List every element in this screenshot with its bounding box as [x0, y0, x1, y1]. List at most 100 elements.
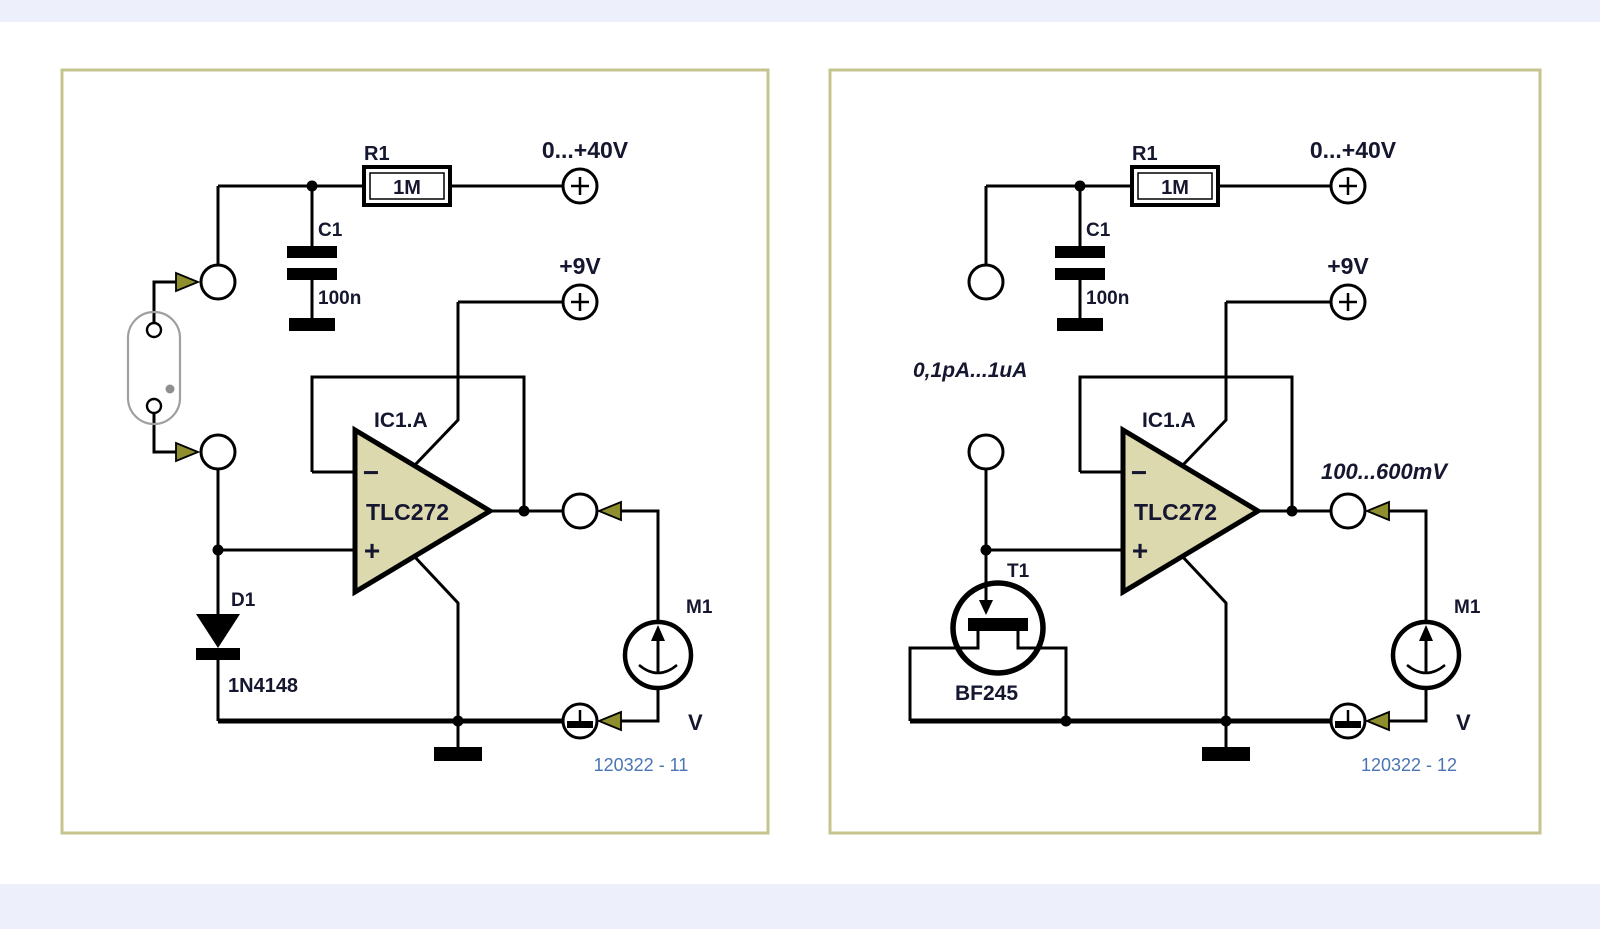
meter-m1: M1 V	[1390, 597, 1481, 735]
supply-main-label: 0...+40V	[542, 137, 629, 163]
tube-dot	[165, 384, 175, 394]
opamp-triangle	[1120, 425, 1263, 597]
capacitor-ref-label: C1	[318, 220, 343, 241]
capacitor-ref-label: C1	[1086, 220, 1111, 241]
meter-needle-arrowhead	[651, 625, 665, 641]
capacitor-plate	[287, 268, 337, 280]
resistor-value-label: 1M	[1161, 177, 1189, 199]
top-band	[0, 0, 1600, 22]
bottom-band	[0, 884, 1600, 929]
tube-pin	[145, 397, 163, 415]
plus-terminal-icon	[571, 293, 589, 311]
capacitor-value-label: 100n	[1086, 288, 1129, 309]
supply-terminal-40v: 0...+40V	[1310, 137, 1397, 205]
meter-ref-label: M1	[686, 597, 713, 618]
capacitor-plate	[1055, 268, 1105, 280]
tube-envelope	[126, 310, 182, 426]
meter-scale-arc	[1406, 664, 1446, 675]
probe-arrow-icon	[1364, 710, 1390, 732]
capacitor-value-label: 100n	[318, 288, 361, 309]
output-terminal	[1329, 492, 1367, 530]
input-terminal-bottom	[199, 433, 237, 471]
supply-terminal-9v: +9V	[559, 253, 601, 321]
input-terminal-bottom	[967, 433, 1005, 471]
meter-needle-arrowhead	[1419, 625, 1433, 641]
ground-bar-icon	[1202, 747, 1250, 761]
diode-d1: D1 1N4148	[196, 590, 298, 697]
capacitor-plate	[287, 246, 337, 258]
noninverting-input-label: +	[364, 535, 380, 566]
opamp-ref-label: IC1.A	[374, 409, 428, 432]
supply-terminal-40v: 0...+40V	[542, 137, 629, 205]
dut-tube-symbol	[126, 271, 201, 463]
plus-terminal-icon	[571, 177, 589, 195]
junction-dot	[1220, 715, 1232, 727]
junction-dot	[1074, 180, 1086, 192]
ground-terminal	[1329, 702, 1367, 740]
figure-number: 120322 - 12	[1361, 755, 1457, 775]
transistor-ref-label: T1	[1007, 561, 1030, 582]
junction-dot	[1286, 505, 1298, 517]
current-range-annotation: 0,1pA...1uA	[913, 359, 1027, 382]
diode-cathode-bar	[196, 648, 240, 660]
capacitor-plate	[1055, 246, 1105, 258]
opamp-triangle	[352, 425, 495, 597]
inverting-input-label: −	[363, 457, 379, 488]
meter-unit-label: V	[1456, 710, 1471, 735]
jfet-t1: T1 BF245	[950, 561, 1046, 705]
opamp-part-label: TLC272	[366, 499, 449, 525]
opamp-ref-label: IC1.A	[1142, 409, 1196, 432]
diode-triangle	[196, 614, 240, 648]
probe-arrow-icon	[596, 500, 622, 522]
input-terminal-top	[967, 263, 1005, 301]
probe-arrow-icon	[175, 441, 201, 463]
jfet-channel-bar	[968, 618, 1028, 631]
opamp-ic1a: IC1.A TLC272 − +	[352, 409, 495, 597]
supply-main-label: 0...+40V	[1310, 137, 1397, 163]
supply-terminal-9v: +9V	[1327, 253, 1369, 321]
plus-terminal-icon	[1339, 177, 1357, 195]
resistor-r1: R1 1M	[1130, 143, 1220, 207]
resistor-body-inner	[369, 172, 445, 200]
probe-arrow-icon	[596, 710, 622, 732]
junction-dot	[518, 505, 530, 517]
supply-opamp-label: +9V	[1327, 253, 1369, 279]
resistor-ref-label: R1	[1132, 143, 1158, 165]
right-schematic: R1 1M C1 100n 0...+40V +9V 0,1pA...1uA 1…	[828, 68, 1542, 835]
inverting-input-label: −	[1131, 457, 1147, 488]
meter-m1: M1 V	[622, 597, 713, 735]
resistor-r1: R1 1M	[362, 143, 452, 207]
junction-dot	[212, 544, 224, 556]
ground-bar-icon	[289, 318, 335, 331]
diode-ref-label: D1	[231, 590, 256, 611]
left-schematic: R1 1M C1 100n 0...+40V +9V	[60, 68, 770, 835]
gate-arrow-icon	[979, 600, 993, 615]
meter-scale-arc	[638, 664, 678, 675]
transistor-part-label: BF245	[955, 682, 1018, 705]
opamp-ic1a: IC1.A TLC272 − +	[1120, 409, 1263, 597]
probe-arrow-icon	[1364, 500, 1390, 522]
ground-bar-icon	[434, 747, 482, 761]
diode-part-label: 1N4148	[228, 675, 298, 697]
opamp-part-label: TLC272	[1134, 499, 1217, 525]
figure-number: 120322 - 11	[594, 755, 689, 775]
ground-terminal-icon	[567, 721, 593, 728]
resistor-ref-label: R1	[364, 143, 390, 165]
transistor-body	[950, 580, 1046, 676]
tube-pin	[145, 321, 163, 339]
resistor-value-label: 1M	[393, 177, 421, 199]
voltage-range-annotation: 100...600mV	[1321, 459, 1449, 484]
capacitor-c1: C1 100n	[1055, 220, 1129, 331]
capacitor-c1: C1 100n	[287, 220, 361, 331]
resistor-body-inner	[1137, 172, 1213, 200]
ground-bar-icon	[1057, 318, 1103, 331]
plus-terminal-icon	[1339, 293, 1357, 311]
junction-dot	[980, 544, 992, 556]
meter-ref-label: M1	[1454, 597, 1481, 618]
junction-dot	[1060, 715, 1072, 727]
ground-terminal	[561, 702, 599, 740]
junction-dot	[306, 180, 318, 192]
noninverting-input-label: +	[1132, 535, 1148, 566]
